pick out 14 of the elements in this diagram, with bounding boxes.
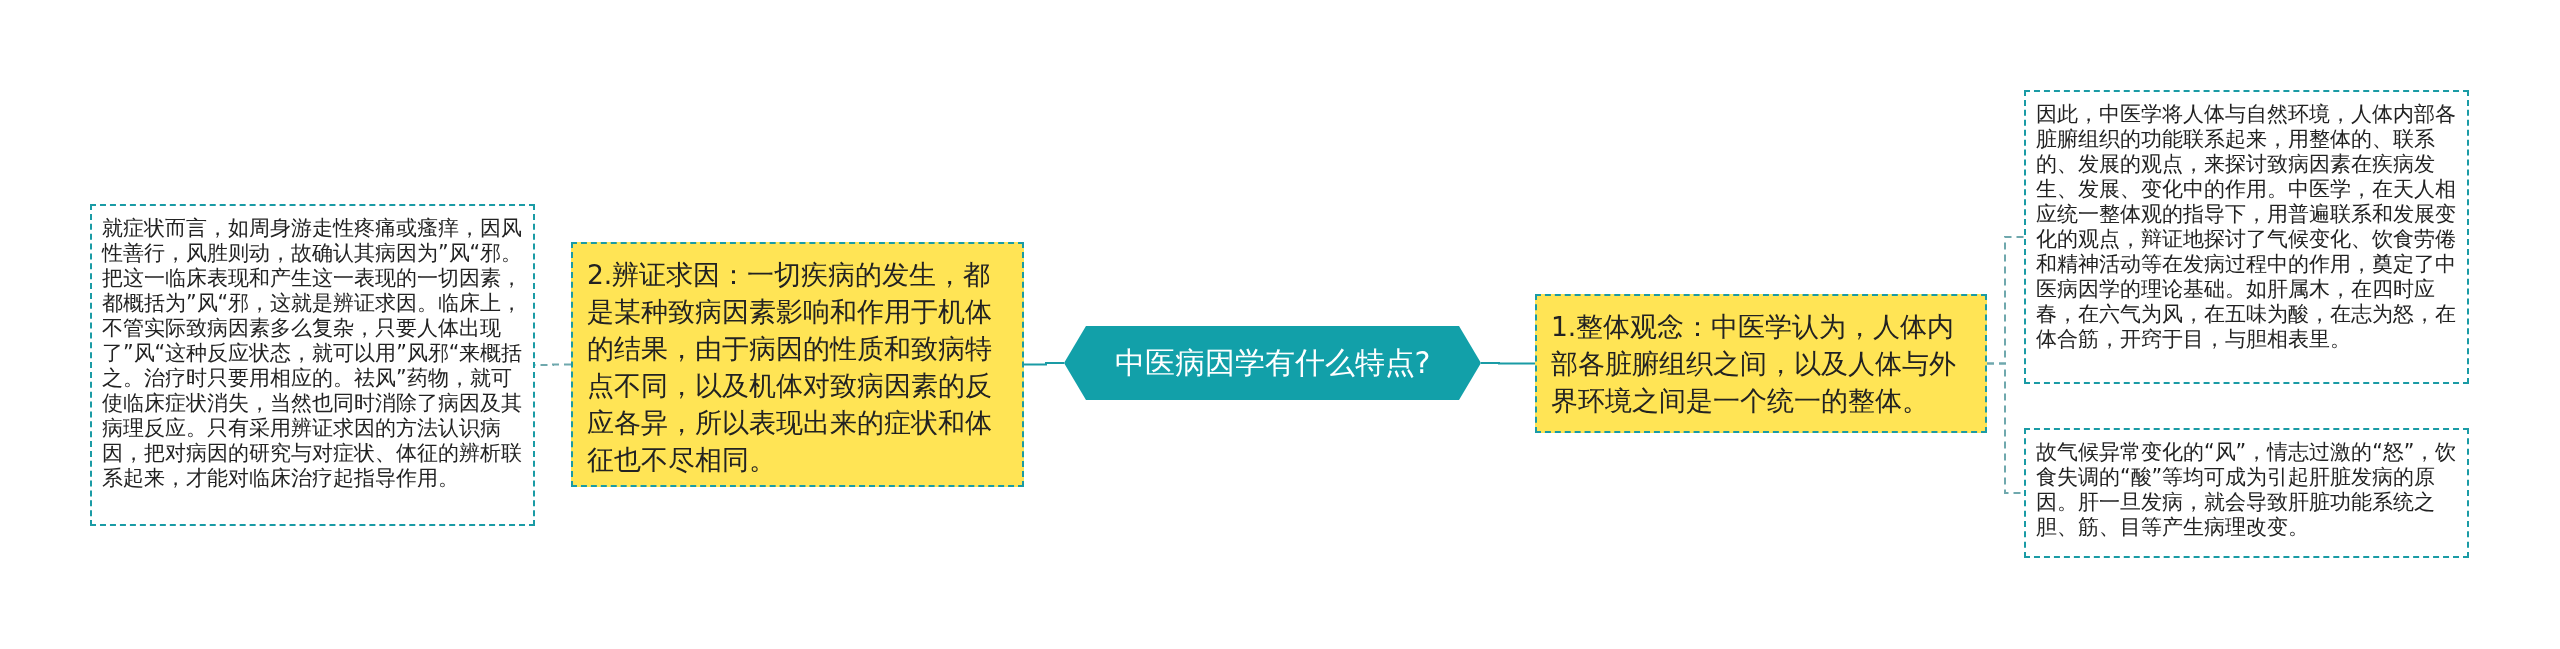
- card-text: 因此，中医学将人体与自然环境，人体内部各脏腑组织的功能联系起来，用整体的、联系的、发展的观点，来探讨致病因素在疾病发生、发展、变化中的作用。中医学，在天人相应统一整体观的指导下，用普遍联系和发展变化的观点，辩证地探讨了气候变化、饮食劳倦和精神活动等在发病过程中的作用，奠定了中医病因学的理论基础。如肝属木，在四时应春，在六气为风，在五味为酸，在志为怒，在体合筋，开窍于目，与胆相表里。: [2036, 102, 2457, 352]
- topic-title: 中医病因学有什么特点?: [1113, 343, 1432, 382]
- card-text: 就症状而言，如周身游走性疼痛或瘙痒，因风性善行，风胜则动，故确认其病因为”风“邪。把这一临床表现和产生这一表现的一切因素，都概括为”风“邪，这就是辨证求因。临床上，不管实际致病因素多么复杂，只要人体出现了”风“这种反应状态，就可以用”风邪“来概括之。治疗时只要用相应的。祛风”药物，就可使临床症状消失，当然也同时消除了病因及其病理反应。只有采用辨证求因的方法认识病因，把对病因的研究与对症状、体征的辨析联系起来，才能对临床治疗起指导作用。: [102, 216, 523, 491]
- detail-card: [90, 204, 535, 526]
- card-text: 2.辨证求因：一切疾病的发生，都是某种致病因素影响和作用于机体的结果，由于病因的性质和致病特点不同，以及机体对致病因素的反应各异，所以表现出来的症状和体征也不尽相同。: [587, 258, 993, 477]
- detail-card: [2024, 90, 2469, 384]
- detail-card: [2024, 428, 2469, 558]
- branch-card: [1535, 294, 1987, 433]
- connector-line: [1480, 362, 1536, 365]
- branch-card: [571, 242, 1024, 487]
- card-text: 1.整体观念：中医学认为，人体内部各脏腑组织之间，以及人体与外界环境之间是一个统一的整体。: [1551, 310, 1957, 418]
- topic-hexagon: [1064, 326, 1481, 400]
- connector-line: [1023, 362, 1065, 366]
- card-text: 故气候异常变化的“风”，情志过激的“怒”，饮食失调的“酸”等均可成为引起肝脏发病的原因。肝一旦发病，就会导致肝脏功能系统之胆、筋、目等产生病理改变。: [2036, 440, 2457, 540]
